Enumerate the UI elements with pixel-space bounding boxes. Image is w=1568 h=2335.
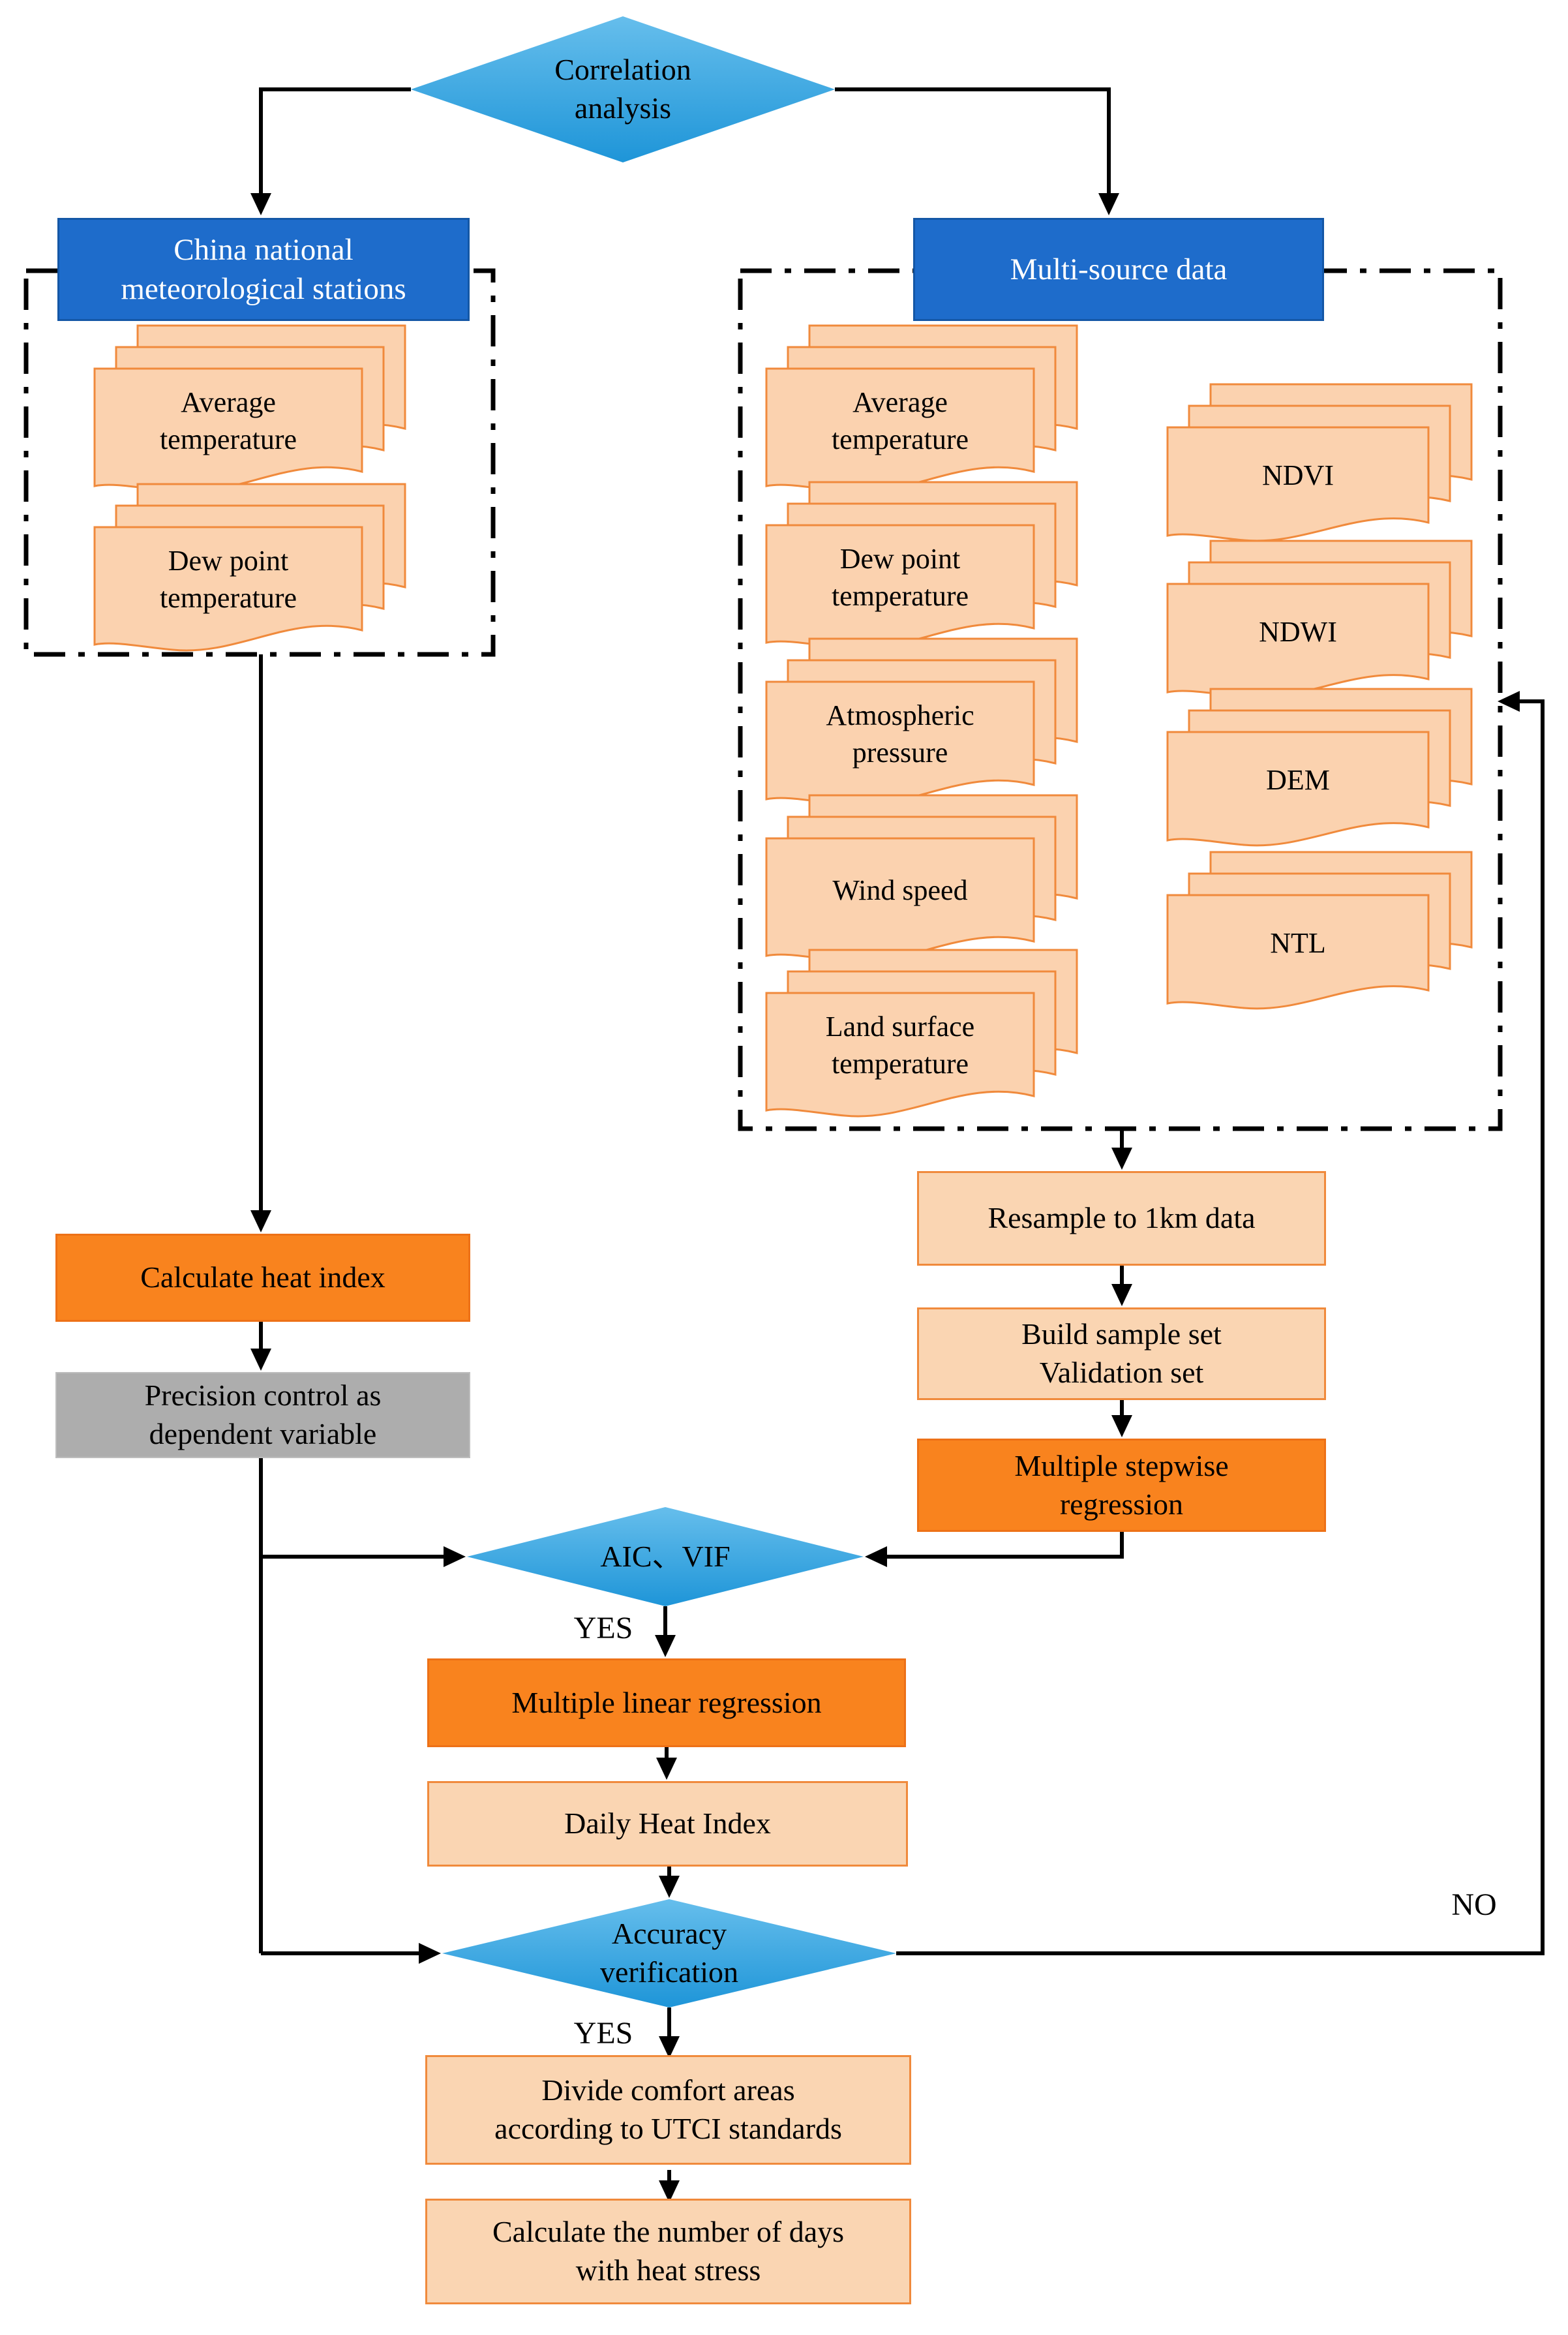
- resample-text: Resample to 1km data: [988, 1201, 1256, 1235]
- doc-label-ndwi: NDWI: [1168, 584, 1428, 680]
- correlation-line-1: Correlation: [554, 53, 691, 87]
- yes-text: YES: [573, 2016, 633, 2051]
- accuracy-line-2: verification: [599, 1955, 738, 1989]
- diamond-accuracy-verification: [442, 1899, 896, 2007]
- days-line-1: Calculate the number of days: [492, 2215, 845, 2249]
- diamond-correlation-analysis: [411, 16, 835, 162]
- dashed-container-stations: [23, 268, 496, 657]
- build-line-1: Build sample set: [1021, 1317, 1222, 1351]
- divide-comfort-areas-box: Divide comfort areas according to UTCI s…: [425, 2055, 911, 2165]
- resample-box: Resample to 1km data: [917, 1171, 1326, 1266]
- calculate-heat-index-box: Calculate heat index: [55, 1234, 470, 1322]
- doc-label-dew-point-multi: Dew point temperature: [766, 525, 1034, 630]
- doc-line: Land surface: [825, 1010, 975, 1043]
- doc-label-dew-point-stations: Dew point temperature: [95, 527, 362, 632]
- stepwise-line-2: regression: [1059, 1487, 1184, 1521]
- calc-heat-text: Calculate heat index: [140, 1260, 385, 1294]
- doc-line: pressure: [852, 737, 948, 769]
- doc-line: temperature: [831, 580, 969, 612]
- aic-vif-label: AIC、VIF: [467, 1507, 864, 1606]
- decision-diamonds: [411, 16, 896, 2007]
- divide-line-1: Divide comfort areas: [541, 2073, 795, 2107]
- multisource-text: Multi-source data: [1010, 252, 1228, 286]
- yes-label-aic: YES: [561, 1609, 646, 1648]
- doc-line: temperature: [831, 1048, 969, 1080]
- divide-line-2: according to UTCI standards: [494, 2112, 842, 2145]
- multiple-linear-regression-box: Multiple linear regression: [427, 1658, 906, 1747]
- doc-label-land-surface-temperature: Land surface temperature: [766, 993, 1034, 1097]
- doc-line: Wind speed: [832, 874, 968, 907]
- doc-label-wind-speed: Wind speed: [766, 838, 1034, 943]
- doc-label-average-temperature-stations: Average temperature: [95, 369, 362, 473]
- doc-line: temperature: [159, 582, 297, 614]
- doc-label-atmospheric-pressure: Atmospheric pressure: [766, 682, 1034, 786]
- build-line-2: Validation set: [1039, 1356, 1204, 1389]
- doc-label-ndvi: NDVI: [1168, 427, 1428, 524]
- doc-line: temperature: [159, 423, 297, 455]
- doc-line: Dew point: [168, 544, 289, 577]
- yes-text: YES: [573, 1611, 633, 1646]
- doc-line: NDWI: [1259, 616, 1337, 649]
- daily-heat-index-box: Daily Heat Index: [427, 1781, 908, 1867]
- doc-line: Average: [181, 386, 276, 418]
- build-sample-set-box: Build sample set Validation set: [917, 1307, 1326, 1400]
- no-text: NO: [1451, 1887, 1497, 1923]
- doc-line: Average: [852, 386, 948, 418]
- doc-label-dem: DEM: [1168, 732, 1428, 829]
- aic-vif-text: AIC、VIF: [600, 1539, 731, 1573]
- no-label-accuracy: NO: [1428, 1885, 1520, 1925]
- accuracy-verification-label: Accuracy verification: [442, 1899, 896, 2007]
- days-line-2: with heat stress: [575, 2253, 761, 2287]
- calculate-days-heat-stress-box: Calculate the number of days with heat s…: [425, 2199, 911, 2304]
- stations-line-1: China national: [173, 232, 354, 267]
- doc-label-ntl: NTL: [1168, 895, 1428, 992]
- doc-label-average-temperature-multi: Average temperature: [766, 369, 1034, 473]
- doc-line: temperature: [831, 423, 969, 455]
- multiple-stepwise-regression-box: Multiple stepwise regression: [917, 1439, 1326, 1532]
- precision-line-2: dependent variable: [149, 1417, 377, 1450]
- correlation-line-2: analysis: [574, 91, 672, 125]
- yes-label-accuracy: YES: [561, 2014, 646, 2053]
- precision-line-1: Precision control as: [144, 1379, 382, 1412]
- stepwise-line-1: Multiple stepwise: [1014, 1448, 1229, 1482]
- flow-connectors: [259, 87, 1545, 2183]
- correlation-analysis-label: Correlation analysis: [411, 16, 835, 162]
- doc-line: DEM: [1266, 764, 1330, 797]
- dhi-text: Daily Heat Index: [564, 1807, 771, 1840]
- doc-line: NTL: [1270, 927, 1326, 960]
- china-stations-box: China national meteorological stations: [57, 218, 470, 321]
- diamond-aic-vif: [467, 1507, 864, 1606]
- mlr-text: Multiple linear regression: [511, 1685, 822, 1719]
- accuracy-line-1: Accuracy: [611, 1917, 727, 1951]
- precision-control-box: Precision control as dependent variable: [55, 1372, 470, 1458]
- doc-line: NDVI: [1262, 459, 1334, 492]
- doc-line: Dew point: [839, 542, 961, 575]
- flow-arrowheads: [250, 193, 1520, 2203]
- multi-source-data-box: Multi-source data: [913, 218, 1324, 321]
- stations-line-2: meteorological stations: [121, 272, 406, 306]
- doc-line: Atmospheric: [826, 699, 974, 731]
